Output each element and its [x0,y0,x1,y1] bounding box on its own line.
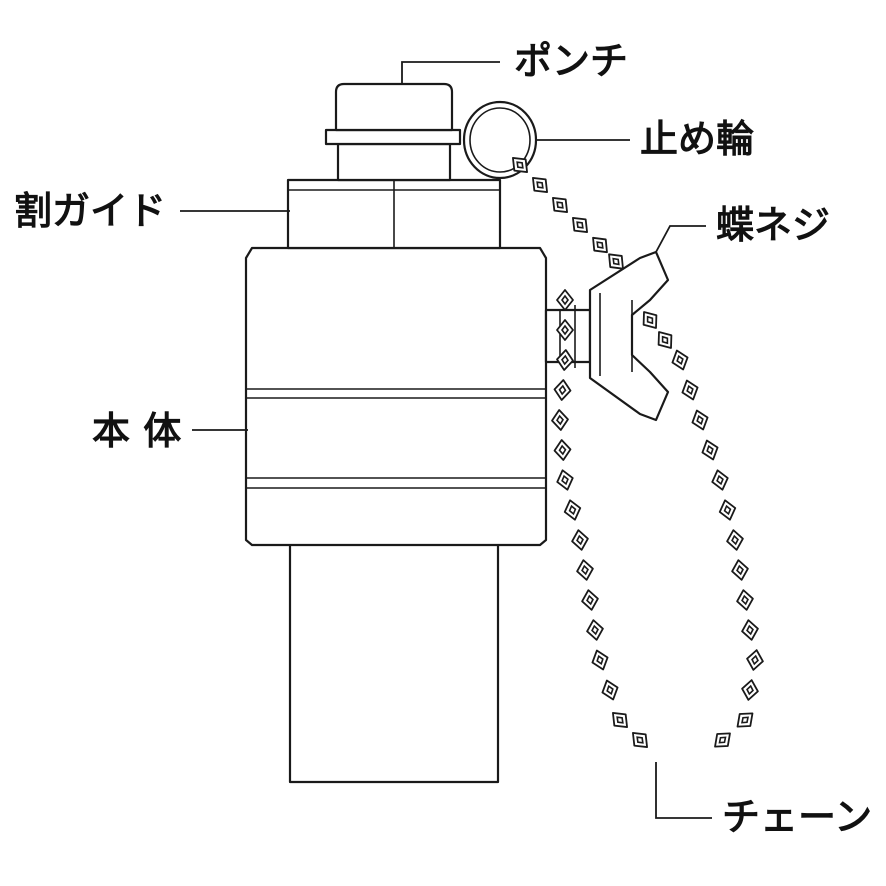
chain-link [591,649,609,671]
chain-link [741,619,759,641]
chain-link-hole [576,221,584,229]
punch [324,82,462,182]
chain-link [746,649,764,671]
chain-link [736,712,754,728]
chain-link-hole [686,384,694,396]
chain-link [586,619,604,641]
chain-link [612,712,628,728]
stop-ring-label: 止め輪 [640,117,754,161]
chain-link [642,311,658,329]
chain-link-hole [558,444,567,456]
chain-link-hole [606,684,614,696]
chain-link-hole [741,716,749,724]
chain-link-hole [576,534,584,546]
lower-shaft [288,538,500,784]
chain-label: チェーン [722,795,872,839]
chain-link [571,529,589,551]
punch-label: ポンチ [514,39,628,83]
wing-screw-label: 蝶ネジ [716,203,830,247]
chain-link-hole [751,654,759,666]
chain-link [718,499,737,521]
chain-link [741,679,759,701]
chain-link-hole [581,564,589,576]
chain-link [711,469,729,491]
chain-link-hole [716,474,724,486]
chain-link-hole [746,624,754,636]
chain-link [681,379,699,401]
chain-link [553,439,572,461]
split-guide [286,178,502,250]
chain-link-hole [706,444,714,456]
chain-link [563,499,582,521]
chain-link [512,157,528,173]
main-body [244,246,548,547]
chain-link [632,732,648,748]
chain-link-hole [558,384,567,396]
chain-link-hole [536,181,544,189]
chain-link [532,177,548,193]
labels: ポンチ 止め輪 割ガイド 蝶ネジ 本 体 チェーン [14,39,872,839]
chain-link-hole [596,241,604,249]
split-guide-label: 割ガイド [14,189,166,233]
wing-screw-leader [655,225,706,253]
chain-link [691,409,709,431]
chain-leader [655,762,712,819]
chain-link-hole [746,684,754,696]
chain-link-hole [561,474,569,486]
chain-link-hole [586,594,594,606]
leader-lines [180,61,712,819]
chain-link-hole [616,716,624,724]
chain-link-hole [676,354,684,366]
chain-link [572,217,588,233]
chain-link [556,469,574,491]
punch-leader [401,61,500,84]
chain-link-hole [741,594,749,606]
chain-link [726,529,744,551]
chain-link [556,289,574,311]
chain-link-hole [696,414,704,426]
chain-link-hole [561,324,569,336]
chain-link [553,379,572,401]
chain-link-hole [516,161,524,169]
chain-link-hole [561,354,569,366]
chain-link-hole [596,654,604,666]
chain-link-hole [718,736,727,744]
chain-link [671,349,689,371]
chain-link-hole [646,315,654,325]
chain-link-hole [556,414,564,426]
chain-link-hole [731,534,739,546]
chain-link-hole [661,335,669,345]
chain-link-hole [591,624,599,636]
chain-link-hole [636,736,644,744]
chain-link [736,589,754,611]
chain-link-hole [723,504,732,516]
chain-link-hole [612,257,620,266]
chain-link [576,559,594,581]
chain-link [701,439,719,461]
chain-link [657,331,673,349]
chain-link [601,679,619,701]
wing-screw [588,250,670,422]
chain [512,157,764,748]
chain-link [581,589,599,611]
chain-link [714,732,731,748]
chain-link-hole [568,504,577,516]
chain-link [551,409,569,431]
chain-link-hole [561,294,569,306]
chain-link [556,349,574,371]
chain-link [552,197,568,213]
chain-link [731,559,749,581]
chain-link-hole [736,564,744,576]
body-label: 本 体 [92,409,181,453]
chain-link-hole [556,201,564,209]
chain-link [556,319,574,341]
